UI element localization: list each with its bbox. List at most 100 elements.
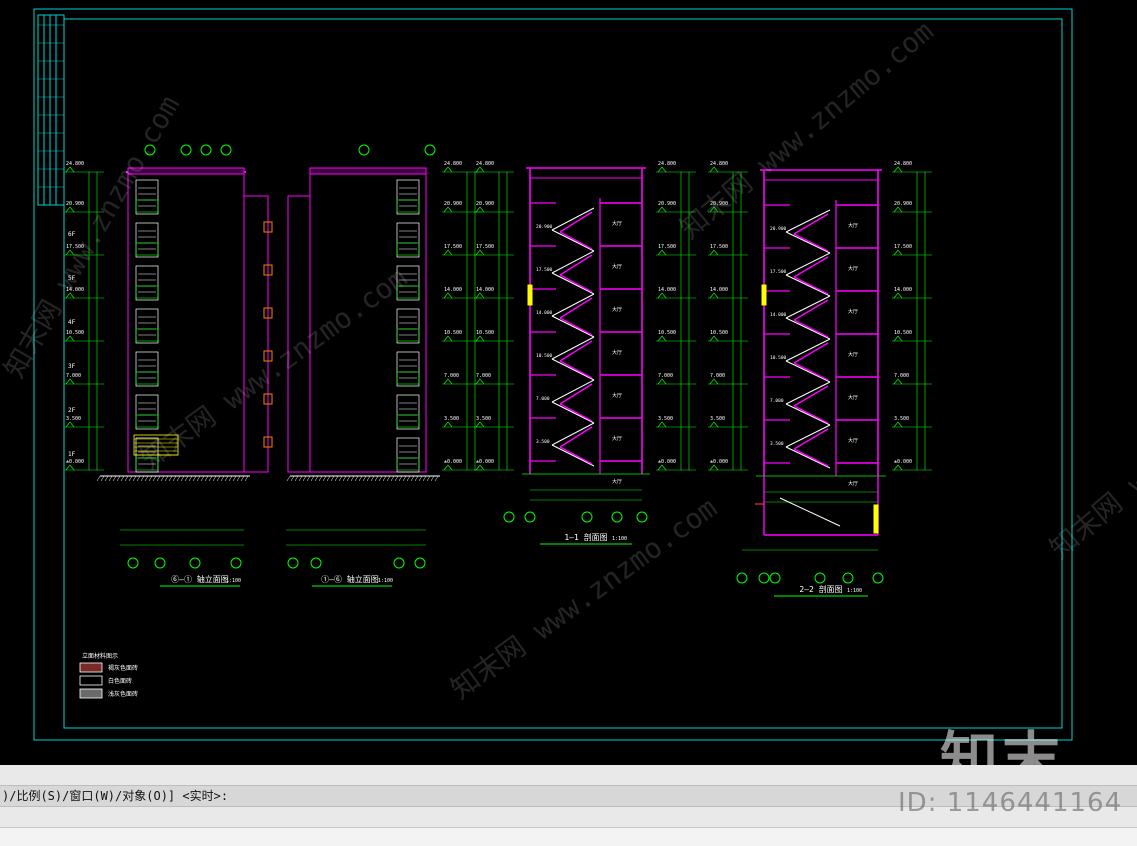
stair-railing (559, 297, 593, 336)
parapet (309, 167, 427, 175)
room-label: 大厅 (848, 437, 858, 444)
legend-label: 白色面砖 (108, 677, 132, 685)
balcony-mark (263, 307, 273, 319)
balcony-mark (263, 350, 273, 362)
level-value: 17.500 (710, 244, 728, 250)
level-marker (893, 378, 903, 385)
level-value: ±0.000 (710, 459, 728, 465)
stair-railing (793, 213, 829, 252)
window-sill (396, 457, 420, 471)
stair-railing (559, 340, 593, 379)
level-marker (709, 421, 719, 428)
window (396, 308, 420, 344)
legend-swatch (79, 675, 103, 686)
landing-level: 3.500 (536, 439, 550, 445)
level-marker (65, 421, 75, 428)
ground-hatch (208, 475, 213, 482)
ground-hatch (192, 475, 197, 482)
floor-label: 4F (68, 319, 76, 326)
ground-hatch (96, 475, 101, 482)
outer-border (33, 8, 1073, 741)
room-label: 大厅 (612, 220, 622, 227)
window (396, 394, 420, 430)
ground-hatch (176, 475, 181, 482)
level-value: 14.000 (658, 287, 676, 293)
axis-bubble (287, 557, 299, 569)
level-value: 3.500 (66, 416, 81, 422)
ground-hatch (294, 475, 299, 482)
ground-hatch (298, 475, 303, 482)
window (135, 308, 159, 344)
axis-bubble (180, 144, 192, 156)
level-marker (443, 464, 453, 471)
elevation-b: 24.80020.90017.50014.00010.5007.0003.500… (286, 144, 482, 587)
ground-hatch (140, 475, 145, 482)
legend-label: 褐灰色面砖 (108, 664, 138, 672)
landing-level: 20.900 (536, 224, 553, 230)
cad-viewport[interactable]: 24.800 20.900 17.500 14.000 10.500 7.000 3.500… (0, 0, 1137, 765)
section-1-1: 24.80020.90017.50014.00010.5007.0003.500… (474, 161, 696, 545)
landing-level: 20.900 (770, 226, 787, 232)
stair-flight (551, 379, 595, 424)
ground-hatch (326, 475, 331, 482)
ground-hatch (398, 475, 403, 482)
level-marker (443, 166, 453, 173)
level-value: 24.800 (710, 161, 728, 167)
stair-flight (551, 250, 595, 295)
landing-level: 3.500 (770, 441, 784, 447)
level-marker (475, 335, 485, 342)
ground-hatch (104, 475, 109, 482)
command-bar: )/比例(S)/窗口(W)/对象(O)] <实时>: (0, 765, 1137, 846)
level-marker (657, 421, 667, 428)
level-value: 14.000 (66, 287, 84, 293)
status-strip (0, 827, 1137, 846)
scale-label: 1:100 (378, 578, 393, 584)
ground-hatch (318, 475, 323, 482)
ground-hatch (362, 475, 367, 482)
level-value: 20.900 (476, 201, 494, 207)
stair-railing (793, 256, 829, 295)
ground-hatch (366, 475, 371, 482)
level-marker (657, 335, 667, 342)
stair-flight (785, 209, 831, 254)
section-title: 1—1 剖面图 (564, 532, 607, 542)
ground-hatch (414, 475, 419, 482)
level-value: 3.500 (894, 416, 909, 422)
floor-label: 3F (68, 363, 76, 370)
level-marker (65, 335, 75, 342)
axis-bubble (200, 144, 212, 156)
level-value: 7.000 (710, 373, 725, 379)
stair-flight (785, 424, 831, 469)
stair-flight (785, 252, 831, 297)
ground-hatch (112, 475, 117, 482)
ground-hatch (172, 475, 177, 482)
axis-bubble (144, 144, 156, 156)
stair-shaft (287, 195, 311, 473)
level-value: 20.900 (66, 201, 84, 207)
stair-flight (551, 336, 595, 381)
ground-hatch (334, 475, 339, 482)
ground-hatch (350, 475, 355, 482)
ground-hatch (306, 475, 311, 482)
axis-bubble (414, 557, 426, 569)
command-line[interactable]: )/比例(S)/窗口(W)/对象(O)] <实时>: (0, 785, 1137, 807)
ground-hatch (152, 475, 157, 482)
legend-title: 立面材料图示 (82, 652, 118, 660)
stair-railing (793, 342, 829, 381)
level-marker (475, 166, 485, 173)
room-label: 大厅 (612, 435, 622, 442)
axis-bubble (220, 144, 232, 156)
level-value: 10.500 (66, 330, 84, 336)
level-value: 24.800 (66, 161, 84, 167)
axis-bubble (503, 511, 515, 523)
level-value: ±0.000 (894, 459, 912, 465)
level-marker (475, 249, 485, 256)
ground-hatch (302, 475, 307, 482)
title-block (37, 14, 65, 206)
level-value: 14.000 (894, 287, 912, 293)
window-sill (396, 328, 420, 342)
stair-shaft (243, 195, 269, 473)
stair-flight (785, 295, 831, 340)
level-value: 20.900 (658, 201, 676, 207)
